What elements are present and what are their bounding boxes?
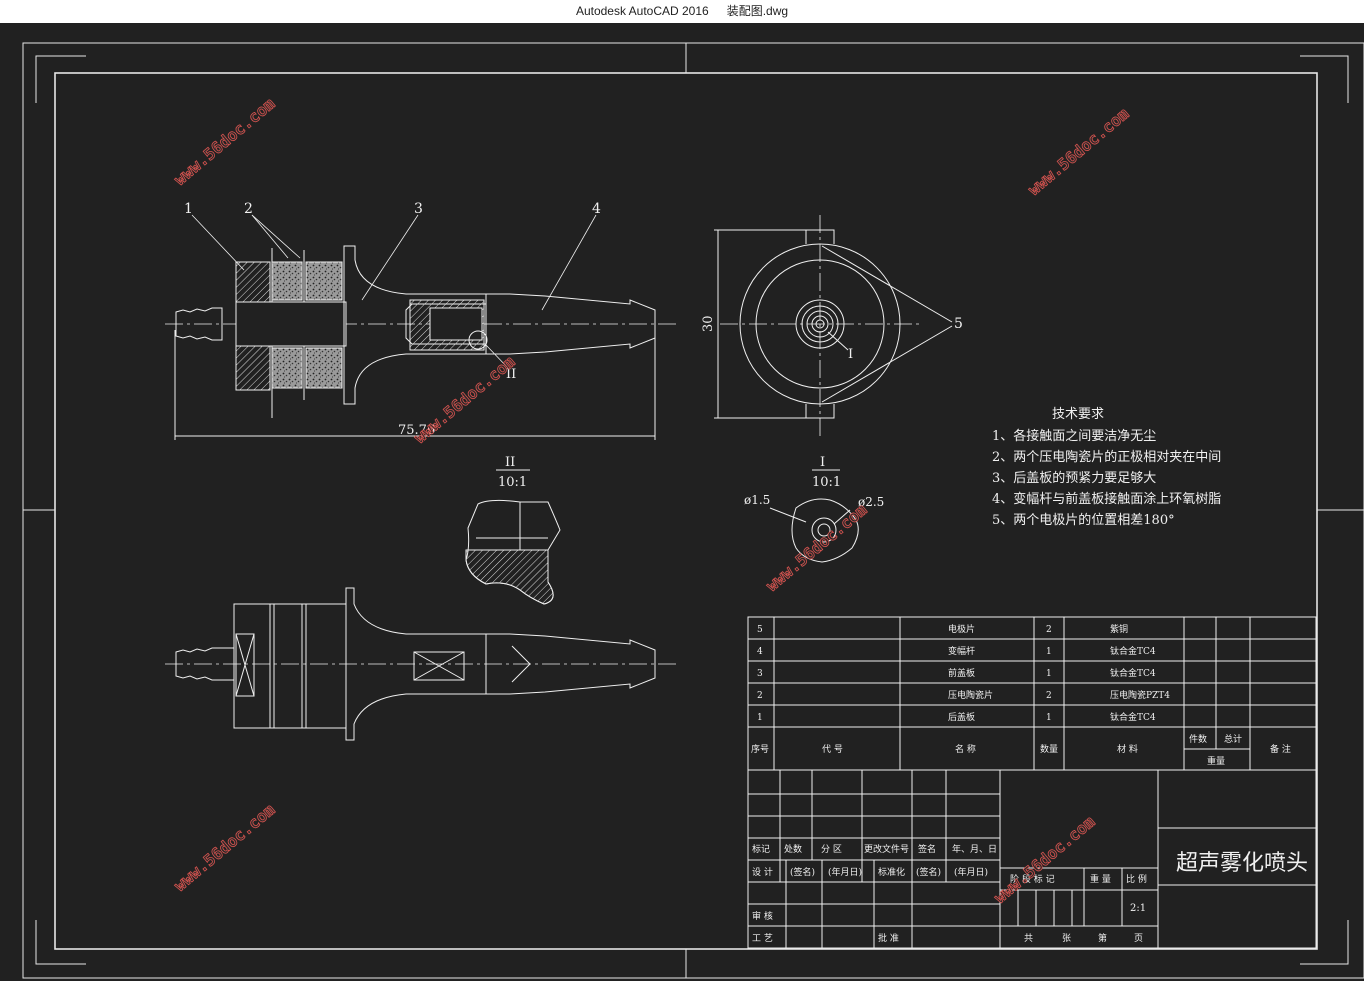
design-date: (年月日)	[828, 866, 862, 878]
process-label: 工 艺	[752, 933, 773, 944]
parts-list-rows: 5 电极片 2 紫铜 4 变幅杆 1 钛合金TC4 3 前盖板 1 钛合金TC4…	[751, 623, 1291, 767]
rev-label-docno: 更改文件号	[864, 843, 909, 855]
parts-row-material: 压电陶瓷PZT4	[1110, 689, 1170, 701]
parts-header-remark: 备 注	[1270, 743, 1291, 755]
detail-I-marker: I	[848, 347, 853, 362]
parts-header-code: 代 号	[822, 744, 843, 755]
part-label-3: 3	[414, 201, 423, 217]
detail-II-view[interactable]	[465, 499, 561, 605]
watermark-text: www.56doc.com	[170, 800, 278, 895]
detail-I-label: I	[820, 455, 825, 470]
sheet-total-label: 共	[1024, 933, 1033, 944]
rev-label-count: 处数	[784, 843, 802, 855]
part-leaders	[191, 214, 597, 369]
parts-row-material: 钛合金TC4	[1110, 645, 1156, 657]
approve-label: 批 准	[878, 932, 899, 944]
parts-row-no: 1	[757, 713, 763, 723]
rev-label-date: 年、月、日	[952, 843, 997, 855]
parts-row-material: 紫铜	[1110, 623, 1128, 635]
main-section-view[interactable]	[165, 245, 680, 440]
detail-I-scale: 10:1	[812, 475, 841, 490]
drawing-scale: 2:1	[1130, 903, 1146, 914]
drawing-canvas[interactable]: 1 2 3 4 II 75.76 30 5 I II 10:1 I 10:1	[0, 23, 1364, 981]
parts-header-weight: 重量	[1207, 755, 1225, 767]
part-label-4: 4	[592, 201, 601, 217]
watermark-text: www.56doc.com	[410, 352, 518, 447]
part-label-5: 5	[954, 316, 963, 332]
parts-row-name: 前盖板	[948, 667, 975, 679]
rev-label-mark: 标记	[752, 843, 770, 855]
standardization-date: (年月日)	[954, 866, 988, 878]
parts-row-material: 钛合金TC4	[1110, 711, 1156, 723]
parts-header-name: 名 称	[955, 743, 976, 755]
tech-requirements: 技术要求 1、各接触面之间要洁净无尘 2、两个压电陶瓷片的正极相对夹在中间 3、…	[992, 407, 1221, 528]
watermark-text: www.56doc.com	[1024, 104, 1132, 199]
watermarks: www.56doc.com www.56doc.com www.56doc.co…	[170, 93, 1133, 907]
watermark-text: www.56doc.com	[990, 812, 1098, 907]
app-title: Autodesk AutoCAD 2016	[575, 4, 709, 18]
parts-header-qty: 数量	[1040, 743, 1058, 755]
design-label: 设 计	[752, 866, 773, 878]
title-block[interactable]	[747, 769, 1317, 949]
outside-view[interactable]	[165, 587, 680, 741]
drawing-frame	[22, 42, 1364, 979]
detail-II-scale: 10:1	[498, 475, 527, 490]
drawing-title: 超声雾化喷头	[1176, 851, 1308, 876]
tech-title: 技术要求	[1052, 407, 1104, 422]
parts-row-qty: 1	[1046, 647, 1052, 657]
parts-row-qty: 2	[1046, 625, 1052, 635]
parts-row-qty: 1	[1046, 669, 1052, 679]
dim-d2: ø2.5	[858, 495, 884, 509]
part-label-1: 1	[184, 201, 193, 217]
parts-row-qty: 1	[1046, 713, 1052, 723]
parts-row-no: 4	[757, 647, 763, 657]
parts-row-name: 后盖板	[948, 711, 975, 723]
parts-row-name: 变幅杆	[948, 645, 975, 657]
watermark-text: www.56doc.com	[762, 500, 870, 595]
tech-item-1: 1、各接触面之间要洁净无尘	[992, 428, 1156, 444]
weight-label: 重 量	[1090, 873, 1111, 885]
file-name: 装配图.dwg	[726, 4, 789, 18]
parts-row-material: 钛合金TC4	[1110, 667, 1156, 679]
parts-row-name: 电极片	[948, 623, 975, 635]
detail-II-marker: II	[506, 367, 516, 382]
tech-item-3: 3、后盖板的预紧力要足够大	[992, 470, 1156, 486]
parts-row-no: 3	[757, 669, 763, 679]
sheet-no-label: 第	[1098, 932, 1107, 944]
watermark-text: www.56doc.com	[170, 94, 278, 189]
rev-label-sign: 签名	[918, 843, 936, 855]
detail-II-label: II	[505, 455, 515, 470]
stage-label: 阶 段 标 记	[1010, 873, 1055, 885]
parts-header-total: 总计	[1224, 733, 1242, 745]
parts-row-no: 2	[757, 691, 763, 701]
dim-height: 30	[701, 315, 716, 332]
dim-d1: ø1.5	[744, 493, 770, 507]
tech-item-2: 2、两个压电陶瓷片的正极相对夹在中间	[992, 449, 1221, 465]
parts-row-name: 压电陶瓷片	[948, 689, 993, 701]
part-label-2: 2	[244, 201, 253, 217]
review-label: 审 核	[752, 910, 773, 922]
title-block-text: 超声雾化喷头 2:1 标记 处数 分 区 更改文件号 签名 年、月、日 设 计 …	[752, 843, 1308, 944]
parts-header-material: 材 料	[1117, 743, 1138, 755]
rev-label-zone: 分 区	[821, 844, 842, 855]
parts-row-no: 5	[757, 625, 763, 635]
parts-row-qty: 2	[1046, 691, 1052, 701]
sheet-unit-label: 张	[1062, 933, 1071, 944]
detail-I-view[interactable]	[769, 498, 859, 563]
drawing-svg[interactable]: 1 2 3 4 II 75.76 30 5 I II 10:1 I 10:1	[0, 23, 1364, 981]
dim-length: 75.76	[398, 423, 435, 438]
parts-header-single: 件数	[1189, 733, 1207, 745]
window-titlebar: Autodesk AutoCAD 2016 装配图.dwg	[0, 0, 1364, 23]
scale-label: 比 例	[1126, 873, 1147, 885]
end-view[interactable]	[714, 215, 953, 438]
tech-item-4: 4、变幅杆与前盖板接触面涂上环氧树脂	[992, 491, 1221, 507]
standardization-label: 标准化	[878, 866, 905, 878]
tech-item-5: 5、两个电极片的位置相差180°	[992, 512, 1175, 528]
page-label: 页	[1134, 933, 1143, 944]
design-sign: (签名)	[790, 866, 815, 878]
parts-header-no: 序号	[751, 743, 769, 755]
standardization-sign: (签名)	[916, 866, 941, 878]
